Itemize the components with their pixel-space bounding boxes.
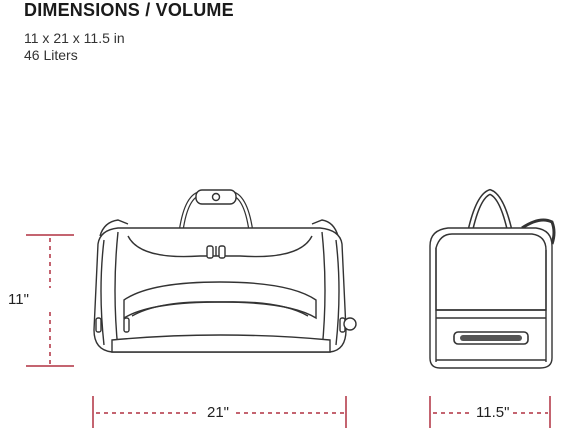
size-text: 11 x 21 x 11.5 in (24, 30, 125, 46)
depth-dimension (429, 396, 551, 428)
bag-side-view (429, 188, 556, 369)
bag-front-view (93, 189, 357, 353)
width-label: 21" (207, 404, 230, 421)
height-dimension (26, 234, 74, 367)
width-dimension (92, 396, 347, 428)
page-title: DIMENSIONS / VOLUME (24, 0, 234, 20)
height-label: 11" (8, 291, 29, 308)
depth-label: 11.5" (476, 404, 510, 421)
volume-text: 46 Liters (24, 47, 78, 63)
